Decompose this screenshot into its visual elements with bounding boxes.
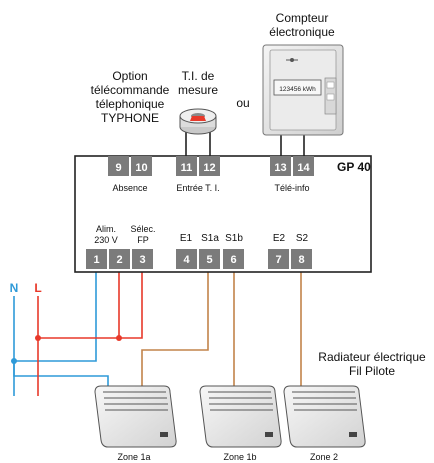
ou-label: ou bbox=[236, 96, 249, 110]
ti-label-line1: T.I. de bbox=[182, 69, 215, 83]
option-label-line3: télephonique bbox=[96, 97, 165, 111]
selec-label-line2: FP bbox=[137, 235, 149, 245]
meter-display-value: 123456 kWh bbox=[279, 86, 316, 93]
wire-l-junction-left bbox=[35, 335, 41, 341]
radiateur-label-line1: Radiateur électrique bbox=[318, 350, 426, 364]
option-label-line1: Option bbox=[112, 69, 147, 83]
terminal-6: 6 bbox=[223, 249, 244, 269]
terminal-14-label: 14 bbox=[297, 162, 310, 174]
terminal-3-label: 3 bbox=[139, 254, 145, 266]
terminal-6-label: 6 bbox=[230, 254, 236, 266]
terminal-4: 4 bbox=[176, 249, 197, 269]
terminal-9: 9 bbox=[108, 156, 129, 176]
terminal-13: 13 bbox=[270, 156, 291, 176]
port-s2-label: S2 bbox=[296, 233, 309, 244]
terminal-12-label: 12 bbox=[203, 162, 215, 174]
terminal-5: 5 bbox=[199, 249, 220, 269]
radiator-zone-1b-icon bbox=[199, 385, 282, 448]
terminal-4-label: 4 bbox=[183, 254, 190, 266]
group-absence-label: Absence bbox=[112, 183, 147, 193]
radiator-zone-1a-icon bbox=[94, 385, 177, 448]
wire-n-label: N bbox=[10, 281, 19, 295]
terminal-8: 8 bbox=[291, 249, 312, 269]
option-label-line2: télécommande bbox=[91, 83, 170, 97]
wire-l-label: L bbox=[34, 281, 41, 295]
option-label-line4: TYPHONE bbox=[101, 111, 159, 125]
terminal-7: 7 bbox=[268, 249, 289, 269]
ti-label-line2: mesure bbox=[178, 83, 218, 97]
zone-1b-label: Zone 1b bbox=[223, 452, 256, 462]
terminal-10: 10 bbox=[131, 156, 152, 176]
wire-l-to-terminal-3 bbox=[119, 272, 143, 339]
terminal-1-label: 1 bbox=[93, 254, 99, 266]
terminal-9-label: 9 bbox=[115, 162, 121, 174]
compteur-label-line2: électronique bbox=[269, 25, 335, 39]
terminal-12: 12 bbox=[199, 156, 220, 176]
zone-2-label: Zone 2 bbox=[310, 452, 338, 462]
model-label: GP 40 bbox=[337, 160, 371, 174]
wire-l-junction-right bbox=[116, 335, 122, 341]
terminal-2-label: 2 bbox=[116, 254, 122, 266]
group-tele-info-label: Télé-info bbox=[274, 183, 309, 193]
electronic-meter-icon: 123456 kWh bbox=[262, 44, 344, 136]
terminal-5-label: 5 bbox=[206, 254, 212, 266]
wire-l-to-terminals bbox=[38, 272, 120, 339]
terminal-3: 3 bbox=[132, 249, 153, 269]
wires bbox=[11, 132, 305, 396]
current-transformer-icon bbox=[179, 108, 217, 135]
port-s1a-label: S1a bbox=[201, 233, 219, 244]
wire-n-to-terminal-1 bbox=[14, 272, 97, 362]
terminal-13-label: 13 bbox=[274, 162, 286, 174]
terminal-7-label: 7 bbox=[275, 254, 281, 266]
selec-label-line1: Sélec. bbox=[130, 224, 155, 234]
port-s1b-label: S1b bbox=[225, 233, 243, 244]
terminal-10-label: 10 bbox=[135, 162, 147, 174]
terminal-11: 11 bbox=[176, 156, 197, 176]
terminal-11-label: 11 bbox=[181, 162, 193, 174]
port-e2-label: E2 bbox=[273, 233, 286, 244]
wire-pilot-s1a bbox=[141, 272, 209, 386]
alim-label-line1: Alim. bbox=[96, 224, 116, 234]
terminal-2: 2 bbox=[109, 249, 130, 269]
port-e1-label: E1 bbox=[180, 233, 193, 244]
terminal-14: 14 bbox=[293, 156, 314, 176]
terminal-1: 1 bbox=[86, 249, 107, 269]
terminal-8-label: 8 bbox=[298, 254, 304, 266]
radiateur-label-line2: Fil Pilote bbox=[349, 364, 395, 378]
compteur-label-line1: Compteur bbox=[276, 11, 329, 25]
zone-1a-label: Zone 1a bbox=[117, 452, 150, 462]
group-entree-ti-label: Entrée T. I. bbox=[176, 183, 219, 193]
alim-label-line2: 230 V bbox=[94, 235, 118, 245]
wire-n-to-zone-1a bbox=[13, 361, 109, 386]
radiator-zone-2-icon bbox=[283, 385, 366, 448]
